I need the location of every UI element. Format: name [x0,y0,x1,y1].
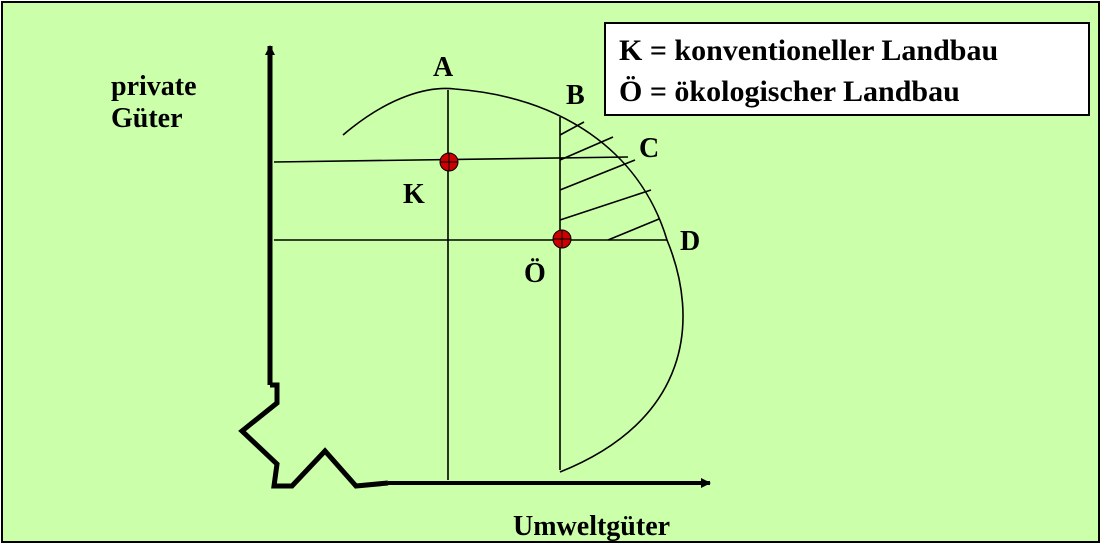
possibility-curve [342,87,684,473]
point-label-k: K [403,179,425,210]
legend-box: K = konventioneller Landbau Ö = ökologis… [604,22,1090,116]
point-label-b: B [566,80,585,111]
marker-k [439,152,459,172]
axis-break-zigzag [238,382,389,489]
point-label-a: A [433,52,454,83]
point-label-c: C [639,133,659,164]
point-label-d: D [680,226,700,257]
marker-o [552,229,572,249]
hatched-area [559,121,660,241]
y-axis-label-line1: private [111,71,197,102]
legend-line-2: Ö = ökologischer Landbau [619,75,960,108]
point-label-o: Ö [524,258,546,289]
legend-line-1: K = konventioneller Landbau [619,34,998,67]
x-axis-label: Umweltgüter [513,511,670,542]
y-axis-label-line2: Güter [111,103,183,134]
